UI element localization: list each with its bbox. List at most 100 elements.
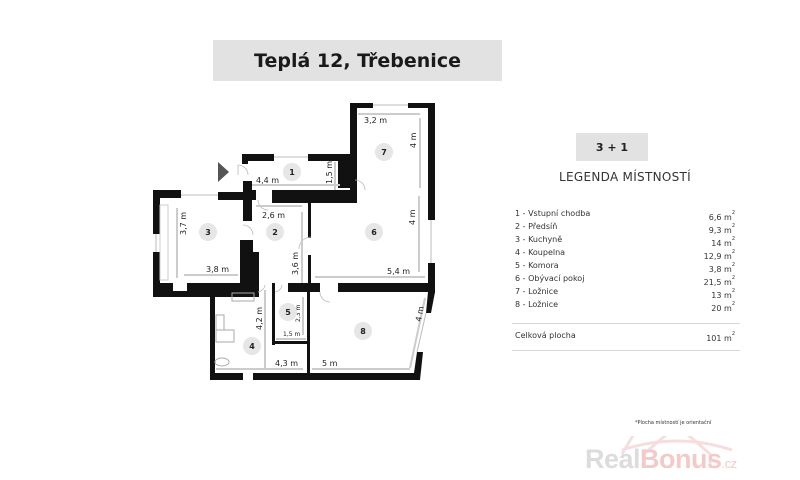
realbonus-logo: RealBonus.cz: [582, 436, 772, 476]
unit-sup: 2: [731, 275, 735, 281]
room-label: 2 - Předsíň: [515, 222, 558, 231]
wall: [253, 252, 259, 297]
wall: [218, 192, 248, 200]
layout-type-badge: 3 + 1: [576, 133, 648, 161]
wall: [272, 190, 357, 203]
dim-label: 4,4 m: [256, 176, 279, 185]
room-number: 7: [381, 148, 387, 157]
room-number: 1: [289, 168, 295, 177]
room-label: 8 - Ložnice: [515, 300, 559, 309]
unit-sup: 2: [731, 301, 735, 307]
room-label: 7 - Ložnice: [515, 287, 559, 296]
room-label: 6 - Obývací pokoj: [515, 274, 585, 283]
room-number: 3: [205, 228, 211, 237]
wall: [408, 103, 435, 108]
room-area: 9,3 m: [708, 226, 732, 235]
dim-label: 4 m: [409, 132, 418, 148]
room-area: 20 m: [711, 304, 732, 313]
wall: [338, 283, 435, 292]
wall: [426, 292, 435, 313]
wall: [210, 373, 243, 380]
dim-label: 5,4 m: [387, 267, 410, 276]
room-area: 3,8 m: [708, 265, 732, 274]
wall: [242, 154, 248, 164]
area-note: *Plocha místností je orientační: [635, 420, 712, 426]
wall: [350, 103, 357, 203]
room-number: 6: [371, 228, 377, 237]
wall: [350, 103, 373, 108]
total-label: Celková plocha: [515, 331, 576, 340]
wall: [338, 158, 356, 188]
legend-row: 4 - Koupelna 12,9 m2: [515, 246, 735, 261]
wall: [153, 190, 160, 234]
total-area: 101 m: [706, 334, 732, 343]
wall: [428, 263, 435, 293]
room-area: 21,5 m: [703, 278, 732, 287]
room-label: 1 - Vstupní chodba: [515, 209, 591, 218]
dim-label: 2,6 m: [262, 211, 285, 220]
dim-label: 4 m: [414, 305, 426, 322]
wall: [272, 283, 275, 345]
unit-sup: 2: [731, 288, 735, 294]
dim-label: 5 m: [322, 359, 338, 368]
wall: [413, 352, 423, 380]
divider: [512, 323, 740, 324]
dim-label: 4,2 m: [255, 307, 264, 330]
room-area: 6,6 m: [708, 213, 732, 222]
dim-label: 1,5 m: [325, 161, 334, 184]
wall: [153, 252, 160, 297]
room-number: 8: [360, 327, 366, 336]
room-markers: 7 1 3 2 6 5 8 4: [199, 143, 393, 355]
wall: [272, 341, 309, 344]
legend-row: 1 - Vstupní chodba 6,6 m2: [515, 207, 735, 222]
wall: [428, 103, 435, 220]
legend-row: 2 - Předsíň 9,3 m2: [515, 220, 735, 235]
window-sill: [173, 283, 187, 291]
room-number: 4: [249, 342, 255, 351]
room-area: 12,9 m: [703, 252, 732, 261]
dim-label: 3,6 m: [291, 252, 300, 275]
wall: [308, 255, 311, 285]
wall: [253, 373, 420, 380]
room-label: 4 - Koupelna: [515, 248, 566, 257]
unit-sup: 2: [731, 249, 735, 255]
divider: [512, 350, 740, 351]
unit-sup: 2: [731, 236, 735, 242]
dim-label: 2,3 m: [295, 305, 302, 322]
room-label: 5 - Komora: [515, 261, 559, 270]
unit-sup: 2: [731, 331, 735, 337]
legend-row: 6 - Obývací pokoj 21,5 m2: [515, 272, 735, 287]
logo-cz: .cz: [721, 456, 738, 471]
wall: [153, 190, 181, 198]
wall: [307, 283, 310, 380]
unit-sup: 2: [731, 262, 735, 268]
total-area-row: Celková plocha 101 m2: [515, 331, 735, 343]
dimension-labels: 3,2 m 4 m 4,4 m 1,5 m 3,7 m 2,6 m 3,8 m …: [179, 116, 426, 368]
legend-row: 3 - Kuchyně 14 m2: [515, 233, 735, 248]
wall: [252, 190, 256, 200]
room-label: 3 - Kuchyně: [515, 235, 563, 244]
logo-real: Real: [585, 444, 641, 474]
unit-sup: 2: [731, 223, 735, 229]
room-area: 14 m: [711, 239, 732, 248]
legend-row: 8 - Ložnice 20 m2: [515, 298, 735, 313]
dim-label: 4,3 m: [275, 359, 298, 368]
dim-label: 3,8 m: [206, 265, 229, 274]
entrance-arrow-icon: [218, 162, 229, 182]
wall: [240, 240, 253, 297]
dim-label: 3,2 m: [364, 116, 387, 125]
unit-sup: 2: [731, 210, 735, 216]
windows: [155, 104, 432, 367]
dim-label: 3,7 m: [179, 212, 188, 235]
legend-row: 5 - Komora 3,8 m2: [515, 259, 735, 274]
room-number: 2: [272, 228, 278, 237]
legend-title: LEGENDA MÍSTNOSTÍ: [558, 170, 692, 184]
wall: [243, 181, 252, 221]
house-roof-icon: [620, 436, 733, 468]
page-title: Teplá 12, Třebenice: [213, 40, 502, 81]
dimension-lines: [176, 113, 426, 370]
dim-label: 1,5 m: [283, 331, 300, 338]
